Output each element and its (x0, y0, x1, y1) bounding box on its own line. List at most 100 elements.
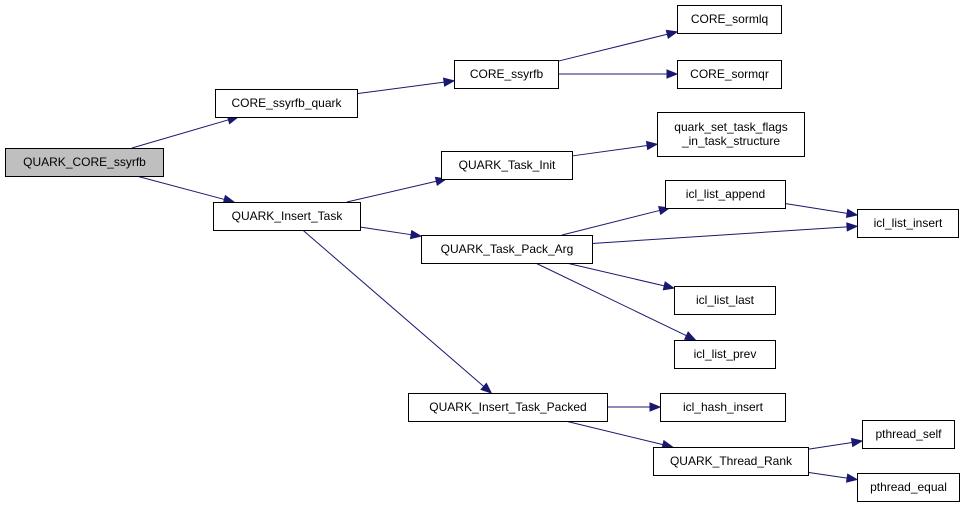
node-label: QUARK_Thread_Rank (670, 454, 793, 468)
node-label: QUARK_Insert_Task_Packed (429, 400, 586, 414)
edge-line (561, 209, 660, 236)
node-box (862, 420, 955, 449)
node-box (657, 112, 805, 157)
edge-quark_insert_task_packed-to-quark_thread_rank (565, 420, 674, 450)
edge-quark_insert_task-to-quark_insert_task_packed (302, 229, 493, 394)
edge-quark_task_init-to-quark_set_task_flags (571, 140, 659, 157)
edge-line (302, 229, 485, 387)
arrowhead-icon (683, 331, 697, 341)
node-pthread-equal[interactable]: pthread_equal (857, 473, 960, 502)
edge-line (571, 145, 648, 157)
node-box (857, 473, 960, 502)
edge-quark_thread_rank-to-pthread_equal (807, 471, 859, 483)
node-box (213, 202, 361, 231)
edge-line (346, 180, 437, 203)
edge-core_ssyrfb-to-core_sormlq (557, 29, 679, 62)
node-box (215, 89, 358, 118)
edge-icl_list_append-to-icl_list_insert (784, 203, 859, 219)
node-quark-task-pack-arg[interactable]: QUARK_Task_Pack_Arg (421, 235, 593, 264)
edge-line (535, 262, 687, 337)
edge-core_ssyrfb_quark-to-core_ssyrfb (356, 77, 456, 95)
node-icl-list-append[interactable]: icl_list_append (665, 180, 786, 209)
node-box (454, 60, 559, 89)
node-label: icl_list_last (696, 293, 755, 307)
arrowhead-icon (442, 77, 456, 87)
node-quark-task-init[interactable]: QUARK_Task_Init (441, 151, 573, 180)
node-core-ssyrfb-quark[interactable]: CORE_ssyrfb_quark (215, 89, 358, 118)
edge-line (566, 262, 665, 287)
edge-quark_insert_task-to-quark_task_init (346, 176, 448, 203)
node-label: QUARK_Task_Pack_Arg (441, 242, 574, 256)
node-quark-set-task-flags[interactable]: quark_set_task_flags_in_task_structure (657, 112, 805, 157)
node-box (421, 235, 593, 264)
node-icl-list-prev[interactable]: icl_list_prev (674, 340, 776, 369)
edge-quark_insert_task-to-quark_task_pack_arg (359, 226, 423, 240)
node-label: icl_hash_insert (683, 400, 764, 414)
node-icl-hash-insert[interactable]: icl_hash_insert (660, 393, 786, 422)
arrowhead-icon (649, 402, 662, 412)
node-icl-list-last[interactable]: icl_list_last (674, 286, 776, 315)
arrowhead-icon (845, 473, 859, 483)
node-label: QUARK_CORE_ssyrfb (23, 155, 146, 169)
node-quark-insert-task-packed[interactable]: QUARK_Insert_Task_Packed (408, 393, 608, 422)
node-box (653, 447, 809, 476)
node-label: QUARK_Insert_Task (232, 209, 344, 223)
edge-quark_core_ssyrfb-to-quark_insert_task (136, 175, 236, 204)
edge-quark_thread_rank-to-pthread_self (807, 437, 864, 450)
node-label: icl_list_prev (694, 347, 757, 361)
arrowhead-icon (846, 222, 859, 232)
edge-quark_core_ssyrfb-to-core_ssyrfb_quark (131, 115, 240, 149)
node-icl-list-insert[interactable]: icl_list_insert (857, 209, 959, 238)
edge-line (565, 420, 664, 446)
node-box (5, 148, 164, 177)
node-label: quark_set_task_flags (674, 120, 787, 134)
edge-line (591, 226, 848, 244)
nodes-layer: QUARK_CORE_ssyrfb CORE_ssyrfb_quarkQUARK_… (5, 5, 960, 502)
node-quark-insert-task[interactable]: QUARK_Insert_Task (213, 202, 361, 231)
arrowhead-icon (480, 382, 493, 394)
edge-quark_task_pack_arg-to-icl_list_append (561, 205, 671, 236)
node-label: CORE_ssyrfb_quark (231, 96, 342, 110)
node-quark-thread-rank[interactable]: QUARK_Thread_Rank (653, 447, 809, 476)
node-label: CORE_ssyrfb (470, 67, 544, 81)
node-box (441, 151, 573, 180)
node-label: icl_list_insert (874, 216, 943, 230)
node-box (408, 393, 608, 422)
edge-line (807, 471, 848, 479)
node-pthread-self[interactable]: pthread_self (862, 420, 955, 449)
node-box (660, 393, 786, 422)
node-box (677, 5, 782, 34)
edge-line (359, 226, 412, 236)
node-core-sormqr[interactable]: CORE_sormqr (677, 60, 782, 89)
edge-line (807, 442, 853, 450)
node-label: _in_task_structure (681, 134, 780, 148)
node-label: icl_list_append (686, 187, 765, 201)
edge-line (131, 119, 229, 149)
node-label: pthread_self (875, 427, 942, 441)
node-box (677, 60, 782, 89)
edge-quark_task_pack_arg-to-icl_list_last (566, 262, 676, 291)
edge-quark_task_pack_arg-to-icl_list_insert (591, 222, 859, 244)
node-box (857, 209, 959, 238)
node-core-ssyrfb[interactable]: CORE_ssyrfb (454, 60, 559, 89)
node-label: pthread_equal (870, 480, 947, 494)
edge-line (136, 175, 225, 200)
node-box (665, 180, 786, 209)
node-label: CORE_sormqr (690, 67, 769, 81)
edges-layer (131, 29, 864, 483)
edge-line (784, 203, 848, 214)
arrowhead-icon (662, 281, 676, 291)
node-label: CORE_sormlq (691, 12, 768, 26)
arrowhead-icon (409, 229, 423, 240)
arrowhead-icon (645, 140, 659, 151)
edge-line (557, 33, 668, 62)
edge-line (356, 81, 445, 95)
edge-quark_insert_task_packed-to-icl_hash_insert (607, 402, 662, 412)
arrowhead-icon (666, 69, 679, 79)
node-core-sormlq[interactable]: CORE_sormlq (677, 5, 782, 34)
edge-quark_task_pack_arg-to-icl_list_prev (535, 262, 697, 341)
arrowhead-icon (665, 29, 679, 39)
node-box (674, 286, 776, 315)
node-quark-core-ssyrfb[interactable]: QUARK_CORE_ssyrfb (5, 148, 164, 177)
